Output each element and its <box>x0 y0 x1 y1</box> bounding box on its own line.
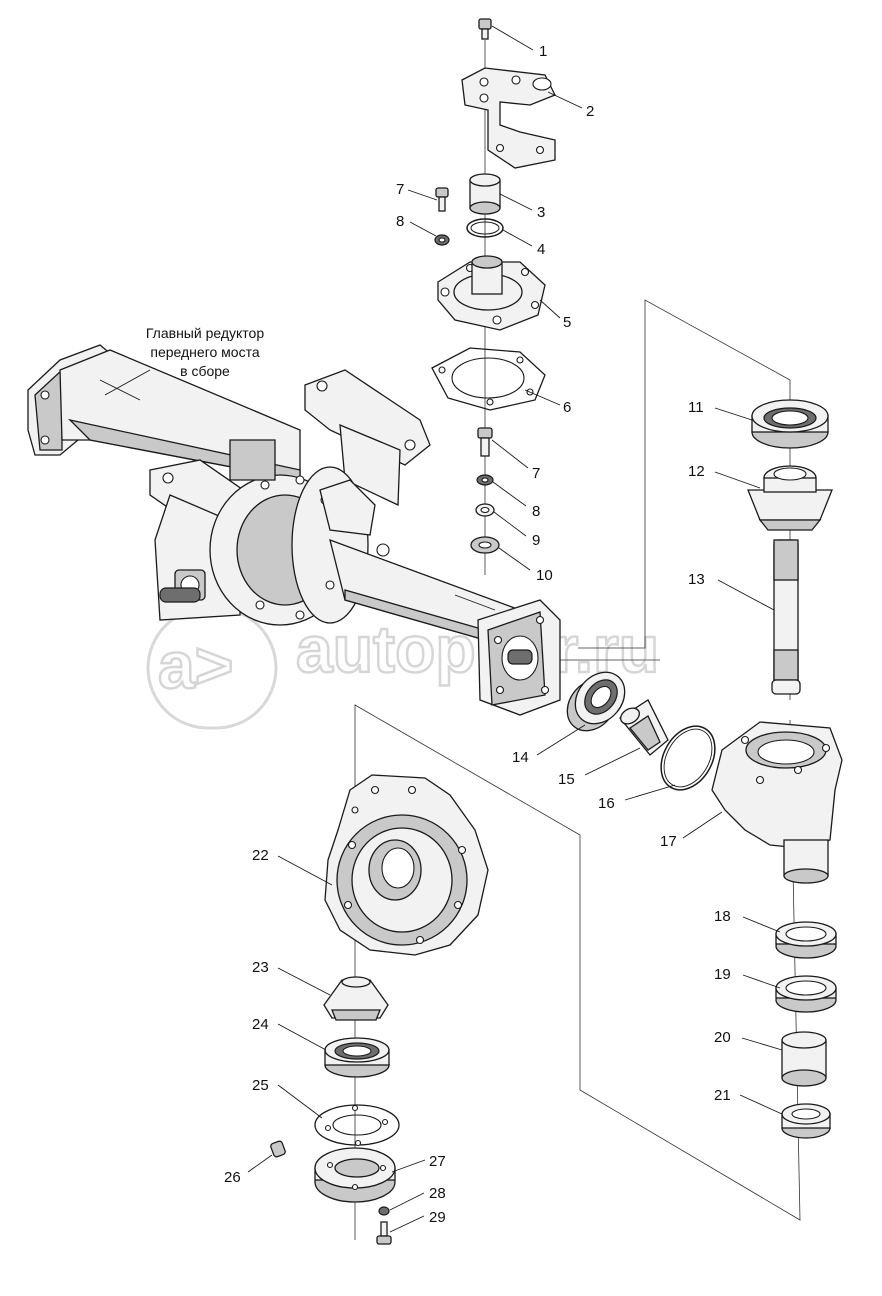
part-20-bushing <box>781 1031 827 1087</box>
callout-11: 11 <box>688 399 704 416</box>
part-19-seal <box>775 975 837 1013</box>
part-6-gasket <box>431 347 546 411</box>
part-24-bearing <box>324 1037 390 1078</box>
part-21-seal <box>781 1103 831 1139</box>
caption-line-2: переднего моста <box>150 344 259 360</box>
part-11-bearing <box>751 399 829 449</box>
callout-17: 17 <box>660 833 677 850</box>
part-9-washer <box>475 503 495 517</box>
callout-29: 29 <box>429 1209 446 1226</box>
part-1-bolt <box>478 18 492 40</box>
callout-22: 22 <box>252 847 269 864</box>
callout-leaders <box>247 25 783 1233</box>
callout-5: 5 <box>563 314 571 331</box>
callout-16: 16 <box>598 795 615 812</box>
part-12-bevel-gear <box>747 465 833 531</box>
part-25-gasket <box>314 1104 400 1147</box>
callout-23: 23 <box>252 959 269 976</box>
right-stack-parts <box>711 399 843 1139</box>
top-stack-parts <box>431 18 556 554</box>
part-27-cover <box>314 1147 396 1203</box>
callout-21: 21 <box>714 1087 731 1104</box>
part-10-washer <box>470 536 500 554</box>
callout-27: 27 <box>429 1153 446 1170</box>
callout-3: 3 <box>537 204 545 221</box>
callout-7-upper: 7 <box>396 181 404 198</box>
part-4-ring <box>466 218 504 238</box>
callout-24: 24 <box>252 1016 269 1033</box>
part-7-bolt-center <box>477 427 493 457</box>
caption-line-3: в сборе <box>180 363 230 379</box>
part-14-bearing <box>566 671 626 732</box>
callout-20: 20 <box>714 1029 731 1046</box>
callout-13: 13 <box>688 571 705 588</box>
callout-15: 15 <box>558 771 575 788</box>
part-26-plug <box>270 1140 286 1158</box>
callout-19: 19 <box>714 966 731 983</box>
callout-10: 10 <box>536 567 553 584</box>
part-8-nut-left <box>434 234 450 246</box>
part-13-shaft <box>771 539 801 695</box>
part-8-nut-center <box>476 474 494 486</box>
callout-numbers: 1 2 3 4 5 6 7 8 7 8 9 10 11 12 13 14 15 … <box>224 43 731 1226</box>
part-15-pinion-gear <box>619 699 669 756</box>
callout-14: 14 <box>512 749 529 766</box>
part-17-housing <box>711 721 843 884</box>
part-16-o-ring <box>660 725 716 791</box>
part-18-seal <box>775 921 837 959</box>
part-5-flange <box>437 255 546 331</box>
callout-8-upper: 8 <box>396 213 404 230</box>
caption-line-1: Главный редуктор <box>146 325 264 341</box>
lower-left-parts <box>270 774 489 1245</box>
part-29-bolt <box>376 1221 392 1245</box>
callout-1: 1 <box>539 43 547 60</box>
callout-7-lower: 7 <box>532 465 540 482</box>
callout-28: 28 <box>429 1185 446 1202</box>
part-3-bushing <box>469 173 501 215</box>
assembly-caption: Главный редуктор переднего моста в сборе <box>146 325 264 379</box>
callout-6: 6 <box>563 399 571 416</box>
callout-12: 12 <box>688 463 705 480</box>
middle-parts <box>566 671 716 791</box>
part-28-washer <box>378 1206 390 1216</box>
watermark-logo-glyph: a> <box>158 628 233 702</box>
front-axle-housing <box>27 344 561 716</box>
part-2-bracket <box>461 67 556 169</box>
callout-18: 18 <box>714 908 731 925</box>
callout-4: 4 <box>537 241 545 258</box>
callout-8-lower: 8 <box>532 503 540 520</box>
callout-2: 2 <box>586 103 594 120</box>
part-7-bolt-left <box>435 187 449 212</box>
callout-26: 26 <box>224 1169 241 1186</box>
part-22-gear-housing <box>324 774 489 956</box>
callout-25: 25 <box>252 1077 269 1094</box>
part-23-bevel-gear <box>323 976 389 1021</box>
callout-9: 9 <box>532 532 540 549</box>
